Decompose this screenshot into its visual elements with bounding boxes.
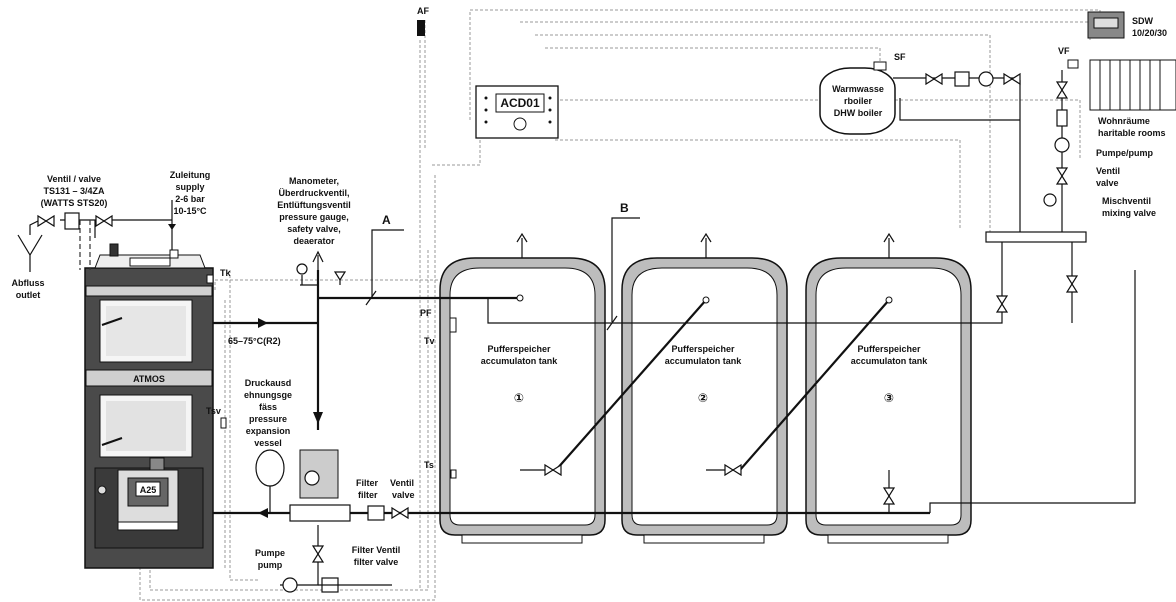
radiator (1067, 59, 1176, 111)
manometer-label-2: Überdruckventil, (278, 188, 349, 198)
sdw-sub-label: 10/20/30 (1132, 28, 1167, 38)
tank-3: Pufferspeicher accumulaton tank ③ (805, 232, 972, 544)
tank-1-number: ① (514, 391, 524, 405)
tank-2-label-de: Pufferspeicher (671, 344, 735, 354)
room-thermostat (1087, 11, 1125, 39)
labels: AF SDW 10/20/30 SF VF Wohnräume haritabl… (11, 6, 1167, 570)
pump-label-en: pump (258, 560, 283, 570)
supply-label-1: Zuleitung (170, 170, 211, 180)
ts-label: Ts (424, 460, 434, 470)
expansion-label-6: vessel (254, 438, 282, 448)
tsv-label: Tsv (206, 406, 221, 416)
tank-3-label-en: accumulaton tank (851, 356, 929, 366)
valve-tl-label-1: Ventil / valve (47, 174, 101, 184)
tank-1-label-en: accumulaton tank (481, 356, 559, 366)
pipework (60, 70, 1136, 593)
sdw-label: SDW (1132, 16, 1154, 26)
drain-outlet (17, 220, 43, 272)
filter-label-de: Filter (356, 478, 379, 488)
rooms-label-en: haritable rooms (1098, 128, 1166, 138)
outlet-label-de: Abfluss (11, 278, 44, 288)
manometer-label-3: Entlüftungsventil (277, 200, 351, 210)
filter-valve-label-de: Filter Ventil (352, 545, 401, 555)
expansion-label-4: pressure (249, 414, 287, 424)
expansion-label-3: fäss (259, 402, 277, 412)
filter-valve-label-en: filter valve (354, 557, 399, 567)
tank-2: Pufferspeicher accumulaton tank ② (621, 232, 788, 544)
sf-label: SF (894, 52, 906, 62)
acd01-display: ACD01 (500, 96, 540, 110)
tank-1: Pufferspeicher accumulaton tank ① (439, 232, 606, 544)
boiler: ATMOS A25 (84, 243, 214, 569)
dhw-label-1: Warmwasse (832, 84, 884, 94)
vf-label: VF (1058, 46, 1070, 56)
supply-label-3: 2-6 bar (175, 194, 205, 204)
tank-3-label-de: Pufferspeicher (857, 344, 921, 354)
tv-label: Tv (424, 336, 435, 346)
outlet-label-en: outlet (16, 290, 41, 300)
supply-label-2: supply (175, 182, 204, 192)
valve-tl-label-3: (WATTS STS20) (41, 198, 108, 208)
acd01-controller: ACD01 (475, 85, 559, 139)
dhw-boiler: Warmwasse rboiler DHW boiler (819, 61, 896, 135)
supply-label-4: 10-15°C (173, 206, 207, 216)
dhw-label-2: rboiler (844, 96, 873, 106)
point-b-label: B (620, 201, 629, 215)
mixing-valve-label-en: mixing valve (1102, 208, 1156, 218)
dhw-label-3: DHW boiler (834, 108, 883, 118)
pf-label: PF (420, 308, 432, 318)
af-label: AF (417, 6, 429, 16)
manometer-label-5: safety valve, (287, 224, 341, 234)
rooms-label-de: Wohnräume (1098, 116, 1150, 126)
filter-label-en: filter (358, 490, 378, 500)
manometer-label-4: pressure gauge, (279, 212, 349, 222)
boiler-badge: A25 (140, 485, 157, 495)
ventil-label-de: Ventil (390, 478, 414, 488)
tank-3-number: ③ (884, 391, 894, 405)
tank-2-label-en: accumulaton tank (665, 356, 743, 366)
ventil-label-en: valve (392, 490, 415, 500)
manometer-label-1: Manometer, (289, 176, 339, 186)
mixing-valve-label-de: Mischventil (1102, 196, 1151, 206)
tank-1-label-de: Pufferspeicher (487, 344, 551, 354)
expansion-label-2: ehnungsge (244, 390, 292, 400)
valves (37, 71, 1079, 563)
tank-sensors (220, 317, 457, 479)
valve-right-label-en: valve (1096, 178, 1119, 188)
expansion-label-5: expansion (246, 426, 291, 436)
boiler-brand: ATMOS (133, 374, 165, 384)
expansion-label-1: Druckausd (245, 378, 292, 388)
pump-right-label: Pumpe/pump (1096, 148, 1154, 158)
tk-label: Tk (220, 268, 231, 278)
manometer-label-6: deaerator (293, 236, 335, 246)
pump-label-de: Pumpe (255, 548, 285, 558)
valve-tl-label-2: TS131 – 3/4ZA (43, 186, 105, 196)
af-sensor (417, 20, 425, 36)
valve-right-label-de: Ventil (1096, 166, 1120, 176)
point-a-label: A (382, 213, 391, 227)
supply-temp-label: 65–75°C(R2) (228, 336, 281, 346)
tank-2-number: ② (698, 391, 708, 405)
